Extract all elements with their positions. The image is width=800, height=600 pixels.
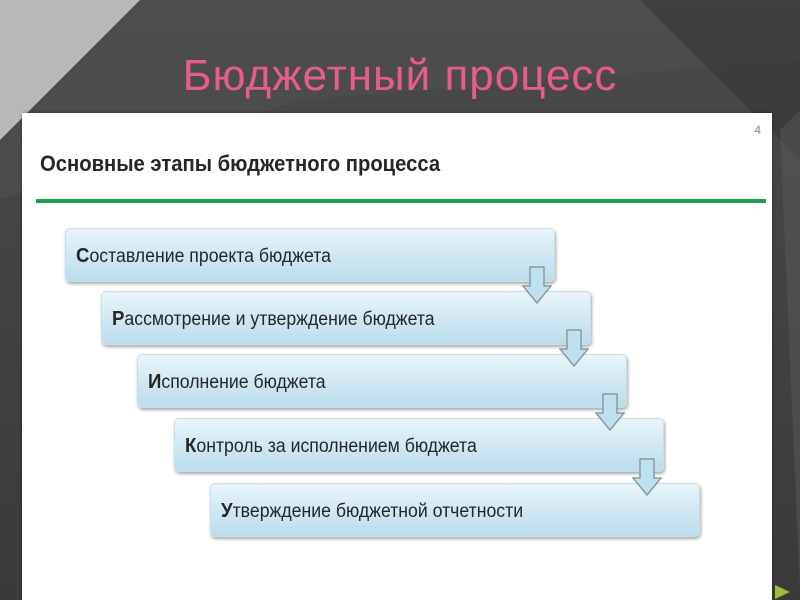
step-label: Контроль за исполнением бюджета	[185, 435, 477, 457]
process-step-2: Рассмотрение и утверждение бюджета	[101, 291, 591, 345]
step-label: Составление проекта бюджета	[76, 245, 332, 267]
process-step-3: Исполнение бюджета	[137, 354, 627, 408]
process-step-4: Контроль за исполнением бюджета	[174, 418, 664, 472]
slide-title: Бюджетный процесс	[182, 51, 618, 100]
down-arrow-icon	[559, 329, 589, 367]
down-arrow-icon	[522, 266, 552, 304]
step-label: Утверждение бюджетной отчетности	[221, 500, 524, 522]
step-label: Рассмотрение и утверждение бюджета	[112, 308, 435, 330]
down-arrow-icon	[595, 393, 625, 431]
step-label: Исполнение бюджета	[148, 371, 326, 393]
panel-heading: Основные этапы бюджетного процесса	[40, 151, 441, 176]
page-number: 4	[754, 123, 761, 137]
content-panel: 4 Основные этапы бюджетного процесса Сос…	[22, 113, 772, 600]
down-arrow-icon	[632, 458, 662, 496]
process-step-5: Утверждение бюджетной отчетности	[210, 483, 700, 537]
process-step-1: Составление проекта бюджета	[65, 228, 555, 282]
heading-divider	[36, 199, 766, 203]
next-slide-arrow-icon	[775, 585, 790, 599]
